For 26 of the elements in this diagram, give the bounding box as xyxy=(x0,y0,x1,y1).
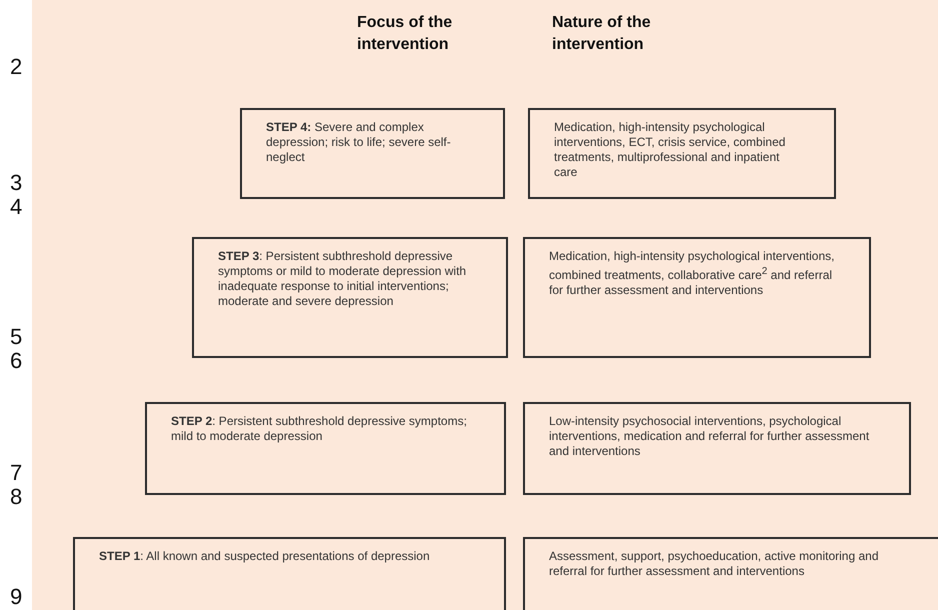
intervention-box xyxy=(528,108,836,199)
step-box xyxy=(73,537,506,610)
column-heading: Nature of the intervention xyxy=(552,13,652,55)
page-number: 7 xyxy=(10,462,22,484)
page-number: 6 xyxy=(10,350,22,372)
intervention-box xyxy=(523,237,871,358)
box-text: Medication, high-intensity psychological interventions, ECT, crisis service, combined treatments, multiprofessional and inpatient care xyxy=(554,120,786,180)
intervention-box xyxy=(523,402,911,495)
page-number: 3 xyxy=(10,172,22,194)
page-number: 8 xyxy=(10,486,22,508)
page-number: 9 xyxy=(10,586,22,608)
step-box xyxy=(240,108,505,199)
page-number: 2 xyxy=(10,56,22,78)
page-number: 5 xyxy=(10,326,22,348)
box-text: STEP 2: Persistent subthreshold depressive symptoms; mild to moderate depression xyxy=(171,414,468,444)
step-box xyxy=(145,402,506,495)
step-box xyxy=(192,237,508,358)
box-text: Low-intensity psychosocial interventions, psychological interventions, medication and referral for further assessment and interventions xyxy=(549,414,870,459)
box-text: STEP 4: Severe and complex depression; risk to life; severe self-neglect xyxy=(266,120,452,165)
box-text: Medication, high-intensity psychological interventions, combined treatments, collaborative care$^{2}$ and referral for further assessment and interventions xyxy=(549,249,836,298)
box-text: STEP 1: All known and suspected presentations of depression xyxy=(99,549,431,564)
intervention-box xyxy=(523,537,938,610)
box-text: STEP 3: Persistent subthreshold depressive symptoms or mild to moderate depression with inadequate response to initial interventions; moderate and severe depression xyxy=(218,249,468,309)
column-heading: Focus of the intervention xyxy=(357,13,454,55)
page-number: 4 xyxy=(10,196,22,218)
box-text: Assessment, support, psychoeducation, active monitoring and referral for further assessment and interventions xyxy=(549,549,880,579)
